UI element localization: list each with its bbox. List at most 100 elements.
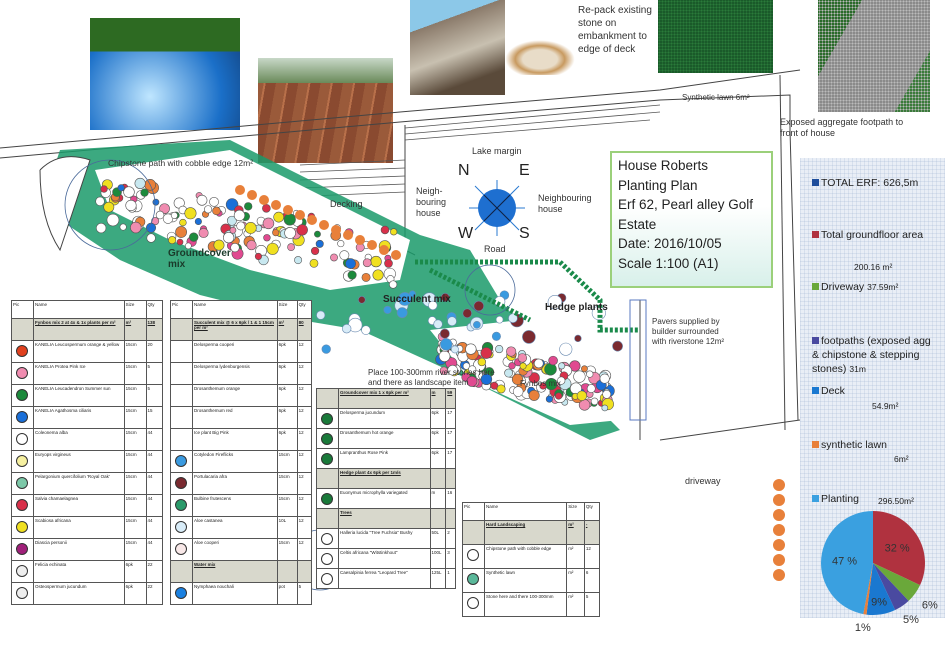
plant-symbol	[106, 213, 120, 227]
plant-symbol-cell	[11, 340, 34, 363]
cell-name: Drosanthemum orange	[192, 384, 278, 407]
cell-size: 15cm	[123, 494, 147, 517]
plant-symbol	[162, 213, 174, 224]
plant-symbol	[380, 225, 390, 235]
plant-symbol	[283, 213, 296, 226]
cell-name: Delosperma lydenburgensis	[192, 362, 278, 385]
plant-symbol	[125, 199, 137, 212]
cell-name: Stone here and there 100-300mm	[483, 592, 568, 617]
plant-symbol	[480, 373, 493, 385]
succulent-symbol	[574, 334, 582, 343]
plant-symbol	[319, 220, 329, 230]
cell-size: 15cm	[123, 472, 147, 495]
area-pie-chart: 32 %6%5%9%1%47 %	[821, 511, 938, 634]
cell-qty: 44	[145, 516, 164, 539]
cell-size: m	[429, 388, 447, 409]
plant-symbol	[372, 269, 384, 281]
plant-symbol	[95, 222, 107, 234]
plant-symbol	[119, 223, 127, 231]
succulent-symbol	[495, 315, 504, 324]
hedge-line-2	[428, 267, 532, 323]
aggregate-path-photo	[818, 0, 930, 112]
plant-symbol-cell	[11, 318, 34, 341]
plant-symbol	[480, 347, 493, 359]
cell-name: Nymphaea nouchali	[192, 582, 278, 605]
plant-symbol	[196, 194, 208, 206]
plant-symbol	[307, 215, 317, 225]
compass	[469, 180, 525, 236]
cell-name: Coleonema alba	[33, 428, 125, 451]
column-header: Name	[483, 502, 568, 521]
cell-qty: 44	[145, 494, 164, 517]
plant-symbol	[331, 225, 341, 235]
plant-symbol-cell	[316, 468, 339, 489]
plant-symbol	[295, 210, 305, 220]
cell-qty: 6	[583, 568, 601, 593]
plant-symbol	[223, 232, 235, 244]
plant-symbol	[194, 217, 202, 226]
plant-symbol-cell	[316, 528, 339, 549]
column-header: Size	[276, 300, 298, 319]
plant-symbol	[254, 252, 262, 260]
title-line: Planting Plan	[618, 177, 698, 193]
legend-swatch	[812, 283, 819, 290]
cell-name: Celtis africana "Witstinkhout"	[338, 548, 431, 569]
table-row: Pelargonium quercifolium 'Royal Oak'15cm…	[11, 472, 164, 495]
plant-symbol	[361, 272, 371, 282]
pie-label: 6%	[922, 599, 938, 611]
column-header: Qty	[583, 502, 601, 521]
plant-symbol	[539, 382, 547, 390]
cell-size: 15cm	[123, 516, 147, 539]
plant-symbol	[155, 210, 165, 220]
cell-name: Scabiosa africana	[33, 516, 125, 539]
succulent-symbol	[508, 313, 518, 323]
legend-swatch	[812, 179, 819, 186]
legend-swatch	[812, 231, 819, 238]
succulent-symbol	[383, 305, 392, 314]
cell-qty: 59	[445, 388, 456, 409]
plant-symbol-icon	[175, 543, 187, 555]
compass-top-label: Lake margin	[472, 146, 522, 156]
plant-symbol-cell	[462, 568, 485, 593]
cell-qty: 17	[445, 408, 456, 429]
plant-symbol	[175, 226, 187, 238]
plant-symbol	[204, 205, 213, 214]
cell-qty: 12	[583, 544, 601, 569]
cell-size	[429, 468, 447, 489]
table-row: Water mix	[170, 560, 313, 583]
plant-symbol	[134, 177, 146, 189]
column-header: Size	[123, 300, 147, 319]
plant-symbol	[466, 375, 478, 387]
plant-symbol	[283, 205, 293, 215]
plant-symbol	[213, 239, 225, 251]
pavers-note: Pavers supplied by builder surrounded wi…	[652, 317, 725, 346]
cobble-path-photo	[90, 18, 240, 130]
plant-symbol	[262, 217, 275, 230]
plant-symbol	[581, 365, 588, 373]
cell-name: Euryops virgineus	[33, 450, 125, 473]
cell-name: Euonymus microphylla variegated	[338, 488, 431, 509]
cell-name: Felicia echinata	[33, 560, 125, 583]
succulent-symbol	[439, 328, 450, 339]
cell-qty: 2	[445, 528, 456, 549]
plant-symbol	[244, 202, 253, 211]
plant-symbol-cell	[170, 472, 193, 495]
compass-e: E	[519, 162, 530, 179]
cell-name: Succulent mix @ 6 x 6pk / 1 & 1 15cm per…	[192, 318, 278, 341]
area-pie-chart-canvas: 32 %6%5%9%1%47 %	[821, 511, 938, 634]
cell-size: 15cm	[276, 472, 298, 495]
plant-symbol-cell	[170, 318, 193, 341]
plant-symbol	[528, 389, 540, 401]
cell-size: 6pk	[276, 406, 298, 429]
plant-symbol	[212, 206, 221, 216]
plant-symbol	[259, 195, 269, 205]
plant-symbol-cell	[170, 582, 193, 605]
cell-name: Osteospermum jucundum	[33, 582, 125, 605]
cell-qty: 22	[145, 582, 164, 605]
plant-symbol	[130, 221, 142, 234]
plant-symbol-cell	[316, 408, 339, 429]
